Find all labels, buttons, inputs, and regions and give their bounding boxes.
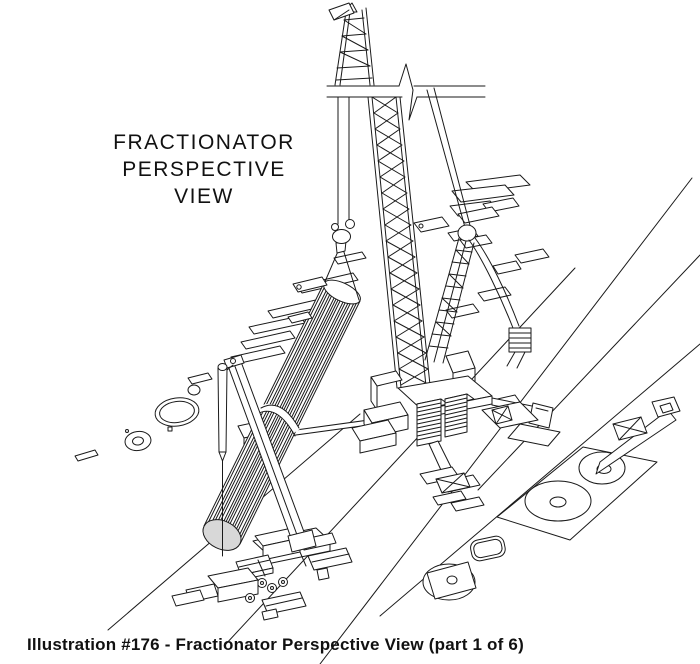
fractionator-vessel [198, 230, 364, 557]
foundation-plates-right [414, 175, 549, 407]
rounded-pad [469, 535, 507, 563]
tailing-pole [218, 364, 233, 557]
illustration-caption: Illustration #176 - Fractionator Perspec… [27, 635, 524, 654]
main-crane-base [238, 351, 560, 511]
crawler-transporters [172, 528, 352, 620]
drawing-break-lines [327, 64, 485, 120]
hook-ball [333, 230, 351, 244]
right-foundation-pads [423, 397, 680, 600]
gantry [446, 351, 475, 373]
main-crane-boom [368, 97, 430, 388]
hoist-ropes [332, 97, 355, 231]
pendant-lines [427, 88, 472, 233]
title-line-1: FRACTIONATOR [113, 131, 295, 154]
tailing-boom [224, 355, 316, 552]
counterweight-block [507, 328, 531, 368]
backstay-lines [469, 238, 531, 368]
counterweight-stacks [417, 394, 474, 446]
title-line-2: PERSPECTIVE [122, 158, 286, 181]
crane-mast [425, 225, 476, 363]
drawing-title: FRACTIONATOR PERSPECTIVE VIEW [96, 129, 312, 210]
crane-boom-head [329, 3, 374, 85]
hook-sheave [346, 220, 355, 229]
title-line-3: VIEW [174, 185, 234, 208]
lifting-slings [324, 249, 359, 300]
saddle-band-fill [259, 408, 297, 431]
ground-hardware-left [75, 373, 212, 461]
